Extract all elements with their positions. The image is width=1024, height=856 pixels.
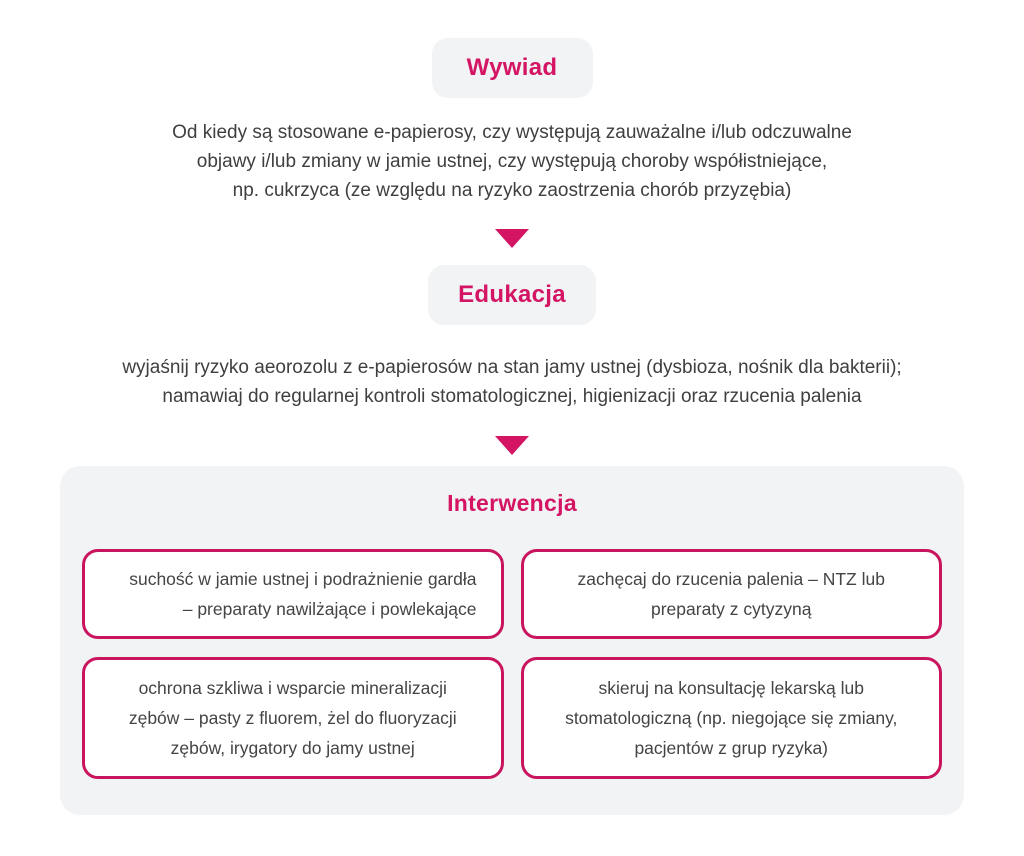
- intervention-panel: Interwencja suchość w jamie ustnej i pod…: [60, 466, 964, 815]
- step-header-edukacja-label: Edukacja: [458, 281, 566, 308]
- intervention-card-text: suchość w jamie ustnej i podrażnienie ga…: [129, 569, 477, 619]
- intervention-title: Interwencja: [447, 490, 577, 516]
- intervention-card-grid: suchość w jamie ustnej i podrażnienie ga…: [82, 549, 942, 779]
- intervention-card-referral: skieruj na konsultację lekarską lub stom…: [520, 657, 942, 779]
- step-header-wywiad-label: Wywiad: [466, 54, 558, 81]
- triangle-down-icon: [495, 229, 529, 248]
- intervention-card-dryness: suchość w jamie ustnej i podrażnienie ga…: [82, 549, 504, 639]
- intervention-card-enamel-protection: ochrona szkliwa i wsparcie mineralizacji…: [82, 657, 504, 779]
- intervention-card-quit-smoking: zachęcaj do rzucenia palenia – NTZ lub p…: [520, 549, 942, 639]
- intervention-card-text: ochrona szkliwa i wsparcie mineralizacji…: [128, 678, 457, 758]
- step-description-wywiad: Od kiedy są stosowane e-papierosy, czy w…: [172, 122, 852, 201]
- intervention-card-text: skieruj na konsultację lekarską lub stom…: [565, 678, 898, 758]
- triangle-down-icon: [495, 436, 529, 455]
- step-header-wywiad: Wywiad: [431, 38, 593, 98]
- intervention-card-text: zachęcaj do rzucenia palenia – NTZ lub p…: [577, 569, 885, 619]
- step-description-edukacja: wyjaśnij ryzyko aeorozolu z e-papierosów…: [122, 357, 902, 407]
- step-header-edukacja: Edukacja: [428, 265, 596, 325]
